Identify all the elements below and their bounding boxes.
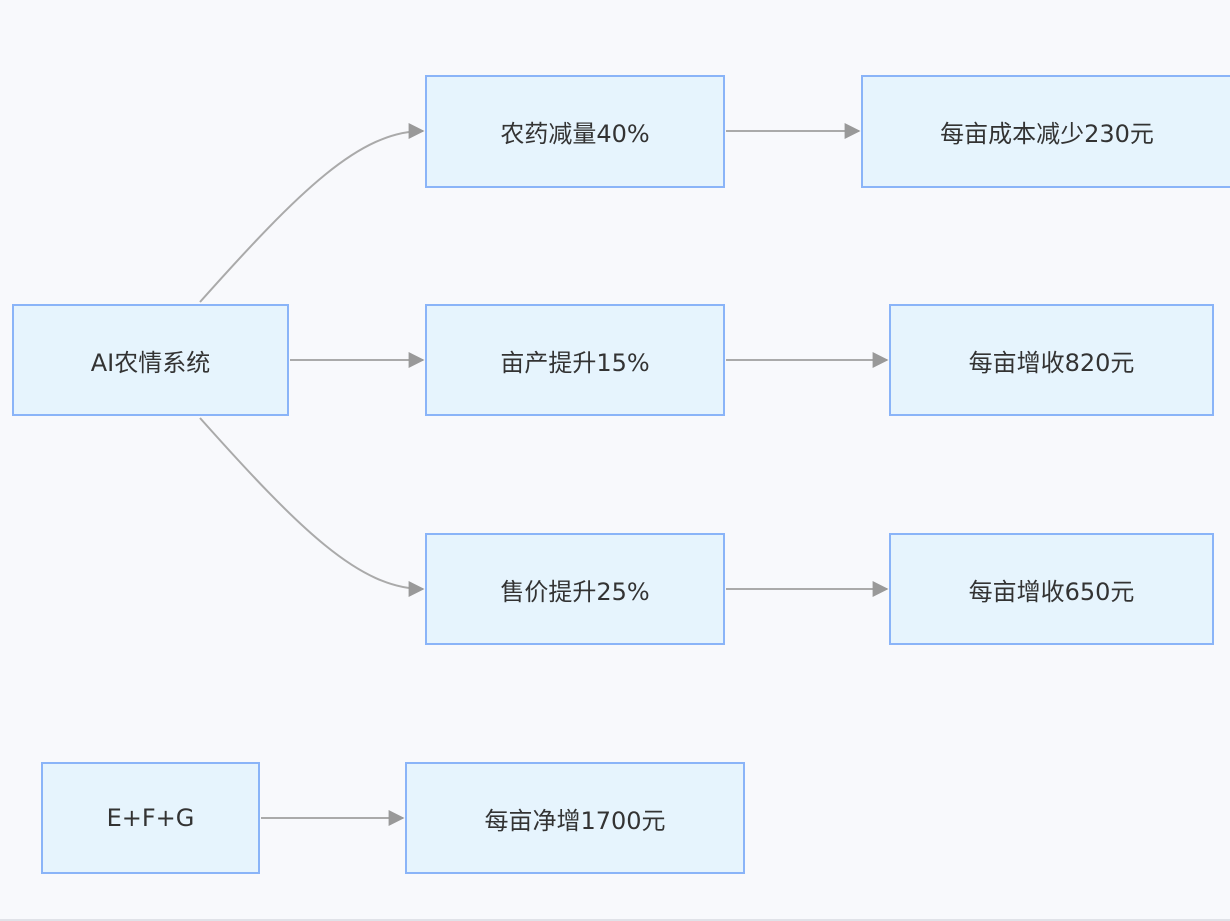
node-income-yield-label: 每亩增收820元: [968, 348, 1135, 377]
node-ai-system: AI农情系统: [12, 304, 289, 416]
node-pesticide-reduction-label: 农药减量40%: [500, 120, 650, 148]
bottom-divider: [0, 919, 1230, 921]
node-cost-reduction-label: 每亩成本减少230元: [940, 120, 1154, 148]
node-income-price-label: 每亩增收650元: [968, 577, 1135, 606]
edge-a-to-b: [199, 123, 425, 303]
node-price-increase-label: 售价提升25%: [500, 577, 650, 606]
node-income-price: 每亩增收650元: [889, 533, 1214, 645]
node-price-increase: 售价提升25%: [425, 533, 725, 645]
node-yield-increase: 亩产提升15%: [425, 304, 725, 416]
node-cost-reduction: 每亩成本减少230元: [861, 75, 1230, 188]
node-income-yield: 每亩增收820元: [889, 304, 1214, 416]
node-net-increase-label: 每亩净增1700元: [484, 806, 666, 835]
node-yield-increase-label: 亩产提升15%: [500, 348, 650, 377]
node-net-increase: 每亩净增1700元: [405, 762, 745, 874]
edge-a-to-d: [199, 417, 425, 597]
node-pesticide-reduction: 农药减量40%: [425, 75, 725, 188]
node-sum-efg-label: E+F+G: [106, 804, 195, 832]
node-ai-system-label: AI农情系统: [90, 348, 211, 377]
node-sum-efg: E+F+G: [41, 762, 260, 874]
